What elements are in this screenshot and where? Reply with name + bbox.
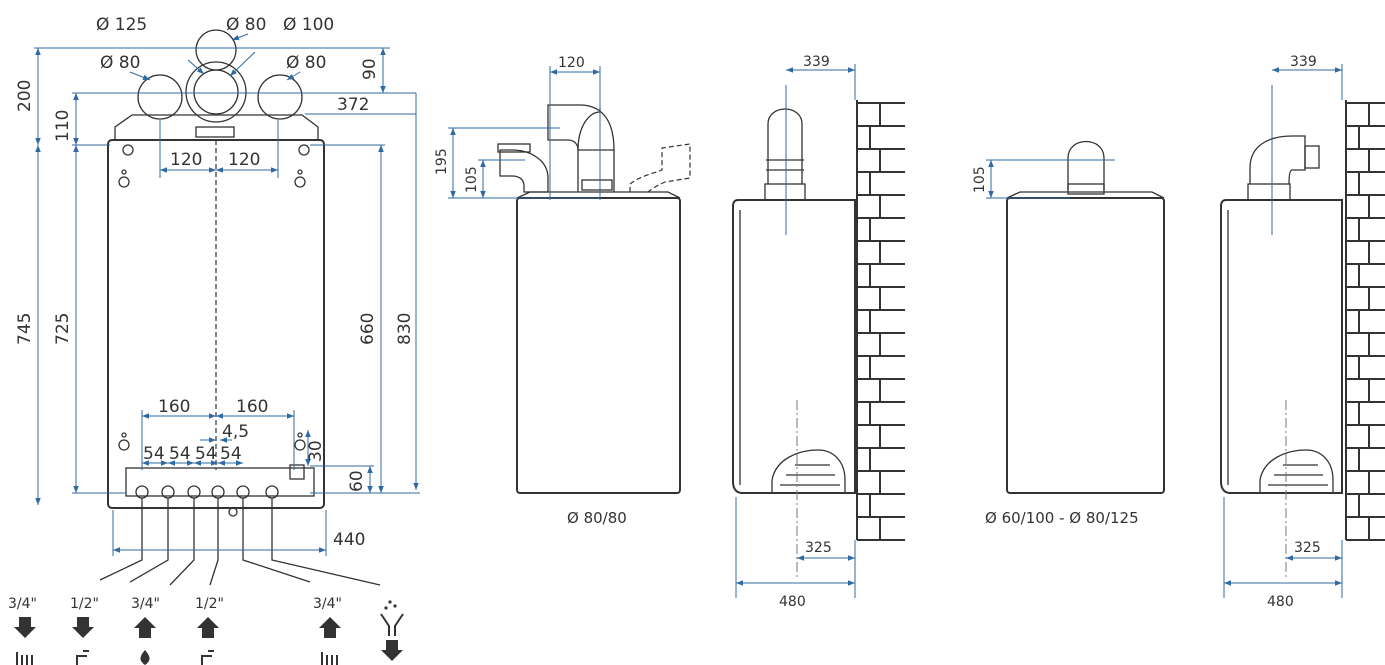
boiler-body-80-80 (516, 197, 681, 494)
dim-480-v5: 480 (1267, 594, 1294, 610)
dim-660: 660 (358, 313, 378, 345)
arrow-up-icon (197, 617, 219, 638)
svg-text:1/2": 1/2" (70, 596, 99, 612)
drain-funnel-icon (380, 600, 404, 636)
connection-condensate-drain (380, 600, 404, 661)
front-view: Ø 125 Ø 80 Ø 100 Ø 80 Ø 80 200 110 90 37… (15, 15, 420, 586)
dim-372: 372 (337, 95, 369, 115)
dim-200: 200 (15, 80, 35, 112)
dim-105-v4: 105 (972, 166, 988, 193)
dim-195: 195 (434, 148, 450, 175)
tap-icon (76, 650, 89, 665)
flue-coaxial-elbow (1249, 135, 1306, 185)
dim-440: 440 (333, 530, 365, 550)
dim-110: 110 (53, 110, 73, 142)
front-dimensions (34, 33, 420, 556)
dim-339-v3: 339 (803, 54, 830, 70)
gas-flame-icon (140, 650, 150, 665)
flue-pipe-vertical (577, 149, 615, 192)
arrow-down-icon (72, 617, 94, 638)
connection-heating-return: 3/4" (313, 596, 342, 665)
svg-text:3/4": 3/4" (313, 596, 342, 612)
caption-80-80: Ø 80/80 (567, 509, 627, 527)
dim-325-v3: 325 (805, 540, 832, 556)
flue-terminal-side-1 (767, 108, 803, 184)
dim-dia-125: Ø 125 (96, 15, 147, 35)
boiler-side-body-2 (1220, 199, 1343, 494)
svg-text:3/4": 3/4" (8, 596, 37, 612)
flue-pipe-80-right (257, 74, 303, 120)
flue-pipe-80-left (137, 74, 183, 120)
flue-elbow-left (499, 149, 549, 193)
flue-pipe-100 (193, 69, 239, 115)
dim-dia-80-left: Ø 80 (100, 53, 140, 73)
brick-wall-2 (1345, 100, 1385, 541)
view-80-80: 120 195 105 Ø 80/80 (434, 55, 691, 527)
view-side-1: 339 325 480 (732, 54, 905, 610)
connection-cold-water-in: 1/2" (195, 596, 224, 665)
svg-text:3/4": 3/4" (131, 596, 160, 612)
dim-120-left: 120 (170, 150, 202, 170)
radiator-icon (16, 652, 33, 665)
dim-745: 745 (15, 313, 35, 345)
boiler-body-coaxial (1006, 197, 1165, 494)
svg-text:1/2": 1/2" (195, 596, 224, 612)
flue-pipe-125 (185, 61, 247, 123)
connection-gas: 3/4" (131, 596, 160, 665)
brick-wall-1 (856, 100, 905, 541)
flue-pipe-optional-dashed (629, 143, 691, 193)
dim-dia-80-right: Ø 80 (286, 53, 326, 73)
view-coaxial: 105 Ø 60/100 - Ø 80/125 (972, 141, 1165, 527)
connection-leader-lines (99, 498, 381, 586)
dim-90: 90 (360, 58, 380, 80)
dim-725: 725 (53, 313, 73, 345)
dim-54-3: 54 (195, 444, 217, 464)
arrow-up-icon (319, 617, 341, 638)
dim-54-2: 54 (169, 444, 191, 464)
connection-dhw-out: 1/2" (70, 596, 99, 665)
bottom-connection-plate (125, 467, 315, 497)
dim-160-left: 160 (158, 397, 190, 417)
dim-105-v2: 105 (464, 166, 480, 193)
dim-60: 60 (347, 470, 367, 492)
dim-830: 830 (395, 313, 415, 345)
dim-160-right: 160 (236, 397, 268, 417)
burner-window-1 (771, 449, 846, 493)
arrow-down-icon (14, 617, 36, 638)
caption-coaxial: Ø 60/100 - Ø 80/125 (985, 509, 1139, 527)
view-side-2: 339 325 480 (1220, 54, 1385, 610)
connection-heating-flow: 3/4" (8, 596, 37, 665)
dim-120-right: 120 (228, 150, 260, 170)
arrow-down-icon (381, 640, 403, 661)
dim-dia-100: Ø 100 (283, 15, 334, 35)
arrow-up-icon (134, 617, 156, 638)
boiler-side-body-1 (732, 199, 856, 494)
flue-coaxial-terminal (1067, 141, 1105, 190)
dim-54-4: 54 (220, 444, 242, 464)
radiator-icon (321, 652, 338, 665)
dim-dia-80-top: Ø 80 (226, 15, 266, 35)
tap-icon (201, 650, 214, 665)
dim-54-1: 54 (143, 444, 165, 464)
dim-30: 30 (306, 440, 326, 462)
dim-4-5: 4,5 (222, 422, 249, 442)
dim-325-v5: 325 (1294, 540, 1321, 556)
dim-339-v5: 339 (1290, 54, 1317, 70)
burner-window-2 (1259, 449, 1334, 493)
connection-legend: 3/4" 1/2" 3/4" 1/2" 3/4" (8, 596, 404, 665)
dim-480-v3: 480 (779, 594, 806, 610)
dim-120-v2: 120 (558, 55, 585, 71)
flue-pipe-80-top (195, 29, 237, 71)
